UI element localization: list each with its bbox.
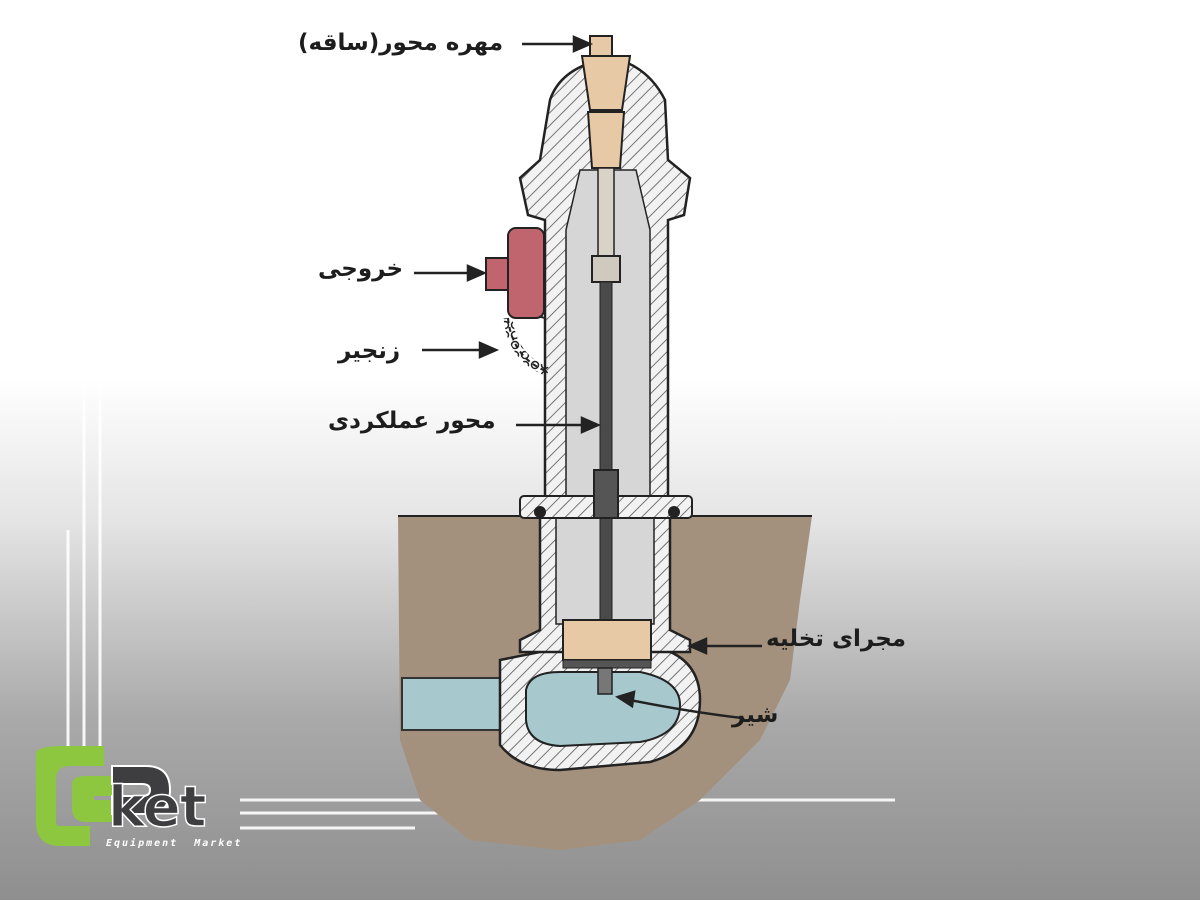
valve-seat bbox=[562, 659, 652, 669]
label-operating-stem: محور عملکردی bbox=[328, 408, 496, 434]
flange-bolt-right bbox=[668, 506, 680, 518]
main-valve bbox=[562, 619, 652, 661]
logo-text: ket bbox=[107, 775, 207, 840]
outlet-cap-nut bbox=[485, 257, 509, 291]
chain bbox=[503, 317, 550, 377]
label-drain: مجرای تخلیه bbox=[766, 626, 907, 652]
valve-stem-end bbox=[597, 667, 613, 695]
logo-mark bbox=[36, 746, 172, 846]
label-stem-nut: مهره محور(ساقه) bbox=[298, 30, 504, 56]
outlet-cap bbox=[507, 227, 545, 319]
label-chain: زنجیر bbox=[338, 338, 401, 364]
stem-breakaway-coupling bbox=[593, 469, 619, 519]
chain-links bbox=[507, 317, 549, 373]
operating-stem bbox=[599, 281, 613, 623]
logo-subtitle: Equipment Market bbox=[106, 838, 243, 849]
callout-arrows bbox=[414, 35, 762, 720]
flange-bolt-left bbox=[534, 506, 546, 518]
stem-packing-lower bbox=[586, 111, 626, 169]
pipe-elbow-inner bbox=[525, 671, 682, 748]
label-outlet: خروجی bbox=[318, 256, 404, 282]
stem-upper bbox=[597, 167, 615, 259]
stem-coupling bbox=[591, 255, 621, 283]
label-valve: شیر bbox=[732, 702, 779, 728]
stem-packing bbox=[580, 55, 632, 111]
decorative-lines bbox=[66, 140, 895, 830]
operating-nut bbox=[589, 35, 613, 57]
